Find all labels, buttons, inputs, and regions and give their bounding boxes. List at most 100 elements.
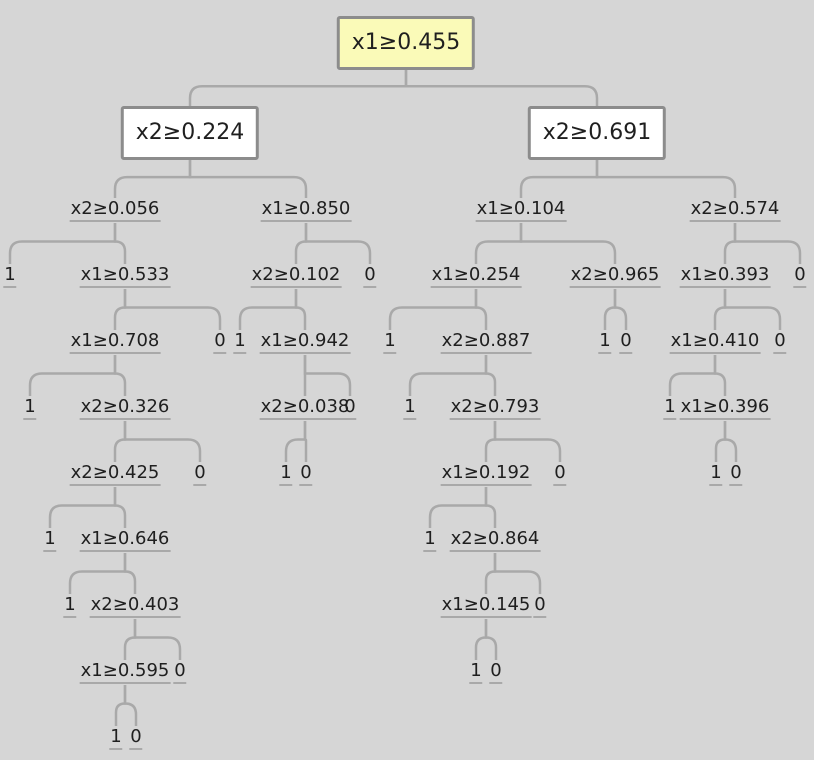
tree-edge	[28, 355, 117, 396]
split-node[interactable]: x1≥0.254	[430, 264, 522, 288]
leaf-node[interactable]: 1	[23, 396, 37, 420]
tree-edge	[723, 421, 738, 462]
tree-edge	[595, 160, 737, 198]
tree-edge	[68, 553, 127, 594]
tree-edge	[113, 223, 127, 264]
leaf-node[interactable]: 1	[709, 462, 723, 486]
split-node[interactable]: x1≥0.145	[440, 594, 532, 618]
leaf-node[interactable]: 1	[109, 726, 123, 750]
tree-edge	[123, 289, 222, 330]
split-node[interactable]: x1≥0.533	[79, 264, 171, 288]
split-node[interactable]: x2≥0.056	[69, 198, 161, 222]
split-node[interactable]: x2≥0.224	[120, 106, 260, 160]
tree-edge	[188, 70, 408, 106]
tree-edge	[668, 355, 717, 396]
tree-edge	[8, 223, 117, 264]
tree-edge	[484, 487, 497, 528]
leaf-node[interactable]: 0	[299, 462, 313, 486]
tree-edge	[388, 289, 478, 330]
split-node[interactable]: x2≥0.326	[79, 396, 171, 420]
tree-edge	[303, 355, 352, 396]
leaf-node[interactable]: 0	[793, 264, 807, 288]
split-node[interactable]: x2≥0.425	[69, 462, 161, 486]
leaf-node[interactable]: 0	[553, 462, 567, 486]
tree-edge	[733, 223, 802, 264]
tree-edge	[474, 289, 488, 330]
tree-edge	[493, 421, 562, 462]
tree-edge	[133, 619, 182, 660]
tree-edge	[474, 619, 488, 660]
tree-edge	[474, 223, 523, 264]
leaf-node[interactable]: 0	[213, 330, 227, 354]
root-node[interactable]: x1≥0.455	[336, 16, 476, 70]
split-node[interactable]: x1≥0.850	[260, 198, 352, 222]
leaf-node[interactable]: 1	[279, 462, 293, 486]
leaf-node[interactable]: 0	[729, 462, 743, 486]
split-node[interactable]: x2≥0.574	[689, 198, 781, 222]
leaf-node[interactable]: 0	[129, 726, 143, 750]
split-node[interactable]: x2≥0.965	[569, 264, 661, 288]
split-node[interactable]: x1≥0.393	[679, 264, 771, 288]
tree-edge	[404, 70, 599, 106]
leaf-node[interactable]: 1	[43, 528, 57, 552]
split-node[interactable]: x2≥0.038	[259, 396, 351, 420]
tree-edge	[613, 289, 628, 330]
tree-edge	[113, 355, 127, 396]
tree-edge	[493, 553, 542, 594]
leaf-node[interactable]: 1	[423, 528, 437, 552]
tree-edge	[113, 289, 127, 330]
split-node[interactable]: x1≥0.646	[79, 528, 171, 552]
split-node[interactable]: x1≥0.942	[259, 330, 351, 354]
tree-edge	[714, 421, 727, 462]
tree-edge	[303, 421, 308, 462]
leaf-node[interactable]: 1	[598, 330, 612, 354]
tree-edge	[603, 289, 617, 330]
leaf-node[interactable]: 1	[383, 330, 397, 354]
split-node[interactable]: x2≥0.864	[449, 528, 541, 552]
split-node[interactable]: x2≥0.403	[89, 594, 181, 618]
leaf-node[interactable]: 0	[343, 396, 357, 420]
tree-edge	[188, 160, 308, 198]
tree-edge	[114, 685, 127, 726]
leaf-node[interactable]: 1	[233, 330, 247, 354]
leaf-node[interactable]: 0	[533, 594, 547, 618]
leaf-node[interactable]: 0	[489, 660, 503, 684]
split-node[interactable]: x2≥0.102	[250, 264, 342, 288]
tree-edge	[304, 223, 372, 264]
leaf-node[interactable]: 0	[363, 264, 377, 288]
tree-edge	[294, 289, 307, 330]
leaf-node[interactable]: 0	[619, 330, 633, 354]
tree-edge	[113, 487, 127, 528]
tree-edge	[484, 355, 497, 396]
leaf-node[interactable]: 0	[193, 462, 207, 486]
split-node[interactable]: x1≥0.192	[440, 462, 532, 486]
split-node[interactable]: x1≥0.708	[69, 330, 161, 354]
tree-edge	[123, 553, 137, 594]
split-node[interactable]: x1≥0.595	[79, 660, 171, 684]
tree-edge	[238, 289, 298, 330]
tree-edge	[123, 685, 138, 726]
leaf-node[interactable]: 1	[663, 396, 677, 420]
leaf-node[interactable]: 0	[173, 660, 187, 684]
split-node[interactable]: x1≥0.410	[669, 330, 761, 354]
split-node[interactable]: x2≥0.887	[440, 330, 532, 354]
tree-edge	[484, 619, 498, 660]
leaf-node[interactable]: 1	[3, 264, 17, 288]
tree-edge	[113, 160, 192, 198]
leaf-node[interactable]: 1	[469, 660, 483, 684]
tree-edge	[294, 223, 308, 264]
split-node[interactable]: x2≥0.793	[449, 396, 541, 420]
leaf-node[interactable]: 0	[773, 330, 787, 354]
tree-edge	[519, 223, 617, 264]
leaf-node[interactable]: 1	[63, 594, 77, 618]
tree-edge	[484, 421, 497, 462]
split-node[interactable]: x1≥0.396	[679, 396, 771, 420]
leaf-node[interactable]: 1	[403, 396, 417, 420]
split-node[interactable]: x2≥0.691	[527, 106, 667, 160]
tree-edge	[519, 160, 599, 198]
split-node[interactable]: x1≥0.104	[475, 198, 567, 222]
tree-edge	[123, 619, 137, 660]
tree-edge	[713, 355, 727, 396]
